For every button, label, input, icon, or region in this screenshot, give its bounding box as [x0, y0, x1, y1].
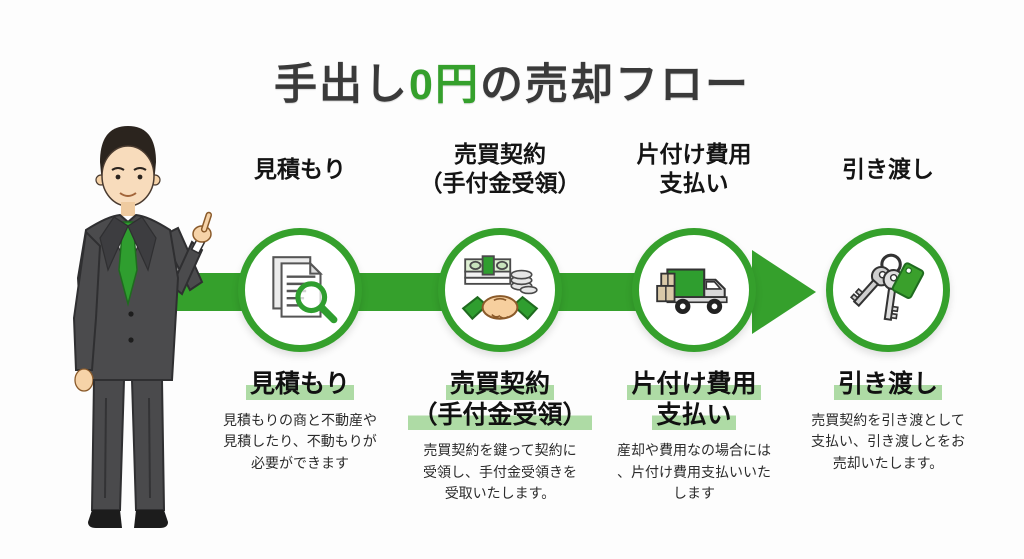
- step-1-description: 見積もりの商と不動産や 見積したり、不動もりが 必要ができます: [223, 411, 377, 471]
- step-1-header-line1: 見積もり: [254, 155, 346, 182]
- step-1-label: 見積もり: [200, 369, 400, 400]
- step-4-description: 売買契約を引き渡として 支払い、引き渡しとをお 売却いたします。: [811, 411, 965, 471]
- step-2-label-line1: 売買契約: [445, 369, 554, 400]
- step-3-cleanup-payment: 片付け費用 支払い 片付け費用 支払い 産却や費: [594, 138, 794, 505]
- document-search-icon: [272, 256, 338, 324]
- step-1-header: 見積もり: [200, 138, 400, 200]
- step-4-circle: [826, 228, 950, 352]
- moving-truck-icon: [656, 268, 728, 315]
- step-3-circle: [632, 228, 756, 352]
- step-2-label-line2: （手付金受領）: [408, 399, 592, 430]
- step-3-header-line2: 支払い: [659, 170, 729, 196]
- green-tie: [118, 221, 138, 307]
- step-2-header-line2: （手付金受領）: [419, 170, 581, 196]
- businessman-illustration: [72, 126, 213, 528]
- step-1-label-line1: 見積もり: [245, 369, 354, 400]
- flow-arrowhead-icon: [752, 250, 816, 334]
- step-3-header: 片付け費用 支払い: [594, 138, 794, 200]
- step-4-header: 引き渡し: [788, 138, 988, 200]
- step-4-handover: 引き渡し: [788, 138, 988, 475]
- step-3-description: 産却や費用なの場合には 、片付け費用支払いいた します: [617, 442, 771, 502]
- page-title: 手出し0円の売却フロー: [0, 50, 1024, 112]
- step-3-label: 片付け費用 支払い: [594, 369, 794, 430]
- title-prefix: 手出し: [274, 61, 410, 109]
- pointing-hand: [192, 211, 213, 243]
- step-4-header-line1: 引き渡し: [842, 155, 934, 182]
- step-2-header: 売買契約 （手付金受領）: [400, 138, 600, 200]
- step-2-header-line1: 売買契約: [454, 141, 546, 168]
- handshake-money-icon: [461, 255, 539, 321]
- step-3-header-line1: 片付け費用: [636, 141, 752, 168]
- step-2-label: 売買契約 （手付金受領）: [400, 369, 600, 430]
- step-1-estimate: 見積もり 見積もり 見積: [200, 138, 400, 475]
- step-2-contract: 売買契約 （手付金受領）: [400, 138, 600, 505]
- step-2-circle: [438, 228, 562, 352]
- step-1-circle: [238, 228, 362, 352]
- title-suffix: の売却フロー: [479, 61, 750, 109]
- step-2-description: 売買契約を鍵って契約に 受領し、手付金受領きを 受取いたします。: [423, 442, 577, 502]
- step-3-label-line1: 片付け費用: [627, 369, 761, 400]
- keys-icon: [849, 253, 925, 321]
- title-highlight: 0円: [409, 61, 480, 109]
- step-4-label: 引き渡し: [788, 369, 988, 400]
- step-3-label-line2: 支払い: [652, 399, 736, 430]
- step-4-label-line1: 引き渡し: [833, 369, 942, 400]
